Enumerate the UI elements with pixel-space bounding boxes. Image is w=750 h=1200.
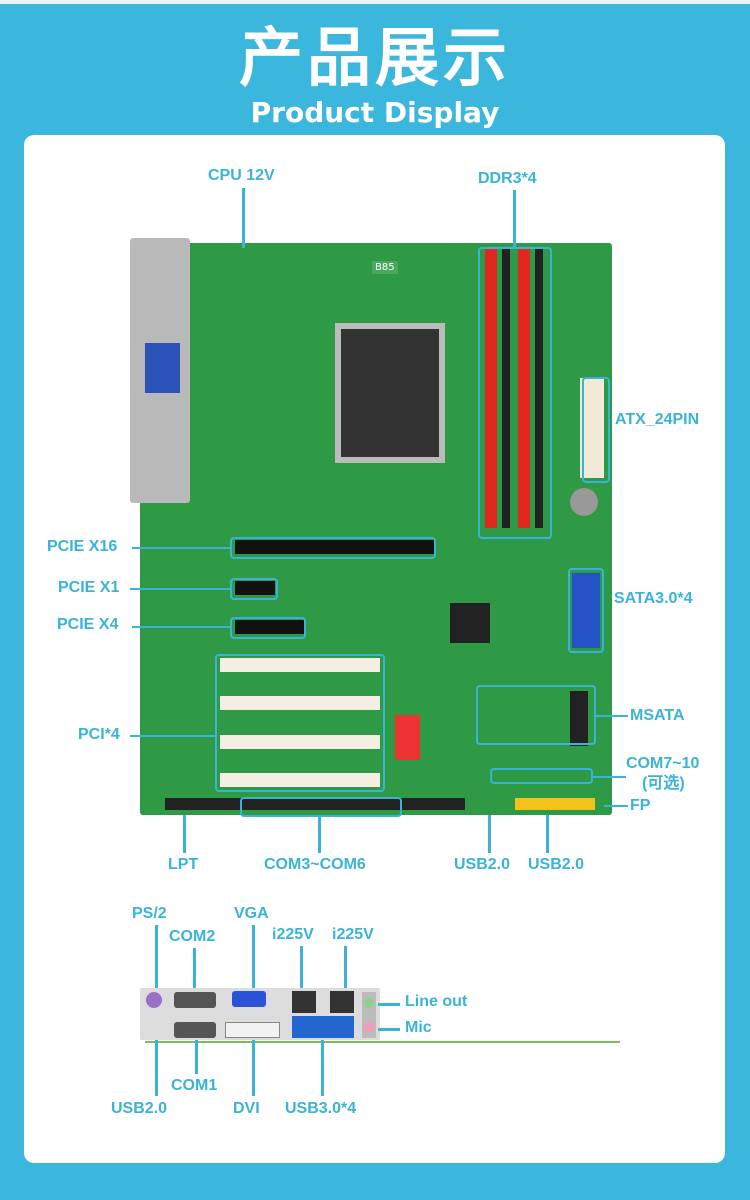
leader-line [155,1040,158,1096]
vga-port [232,991,266,1007]
leader-line [604,805,628,807]
label-line-out: Line out [405,993,468,1010]
label-vga: VGA [234,905,269,922]
label-com3-com6: COM3~COM6 [264,856,366,873]
atx-connector [580,378,604,478]
board-marking: B85 [372,261,398,274]
leader-line [593,776,626,778]
label-ddr3: DDR3*4 [478,170,537,187]
pci-slot [220,773,380,787]
pcie-x4-slot [235,620,305,634]
ps2-port [146,992,162,1008]
label-sata: SATA3.0*4 [614,590,693,607]
label-dvi: DVI [233,1100,260,1117]
dimm-slot [535,248,543,528]
page-subtitle: Product Display [250,96,500,129]
com1-port [174,1022,216,1038]
top-border [0,0,750,4]
board-edge [145,1041,620,1043]
pcie-x16-slot [235,540,435,554]
sata-ports [572,573,600,648]
label-msata: MSATA [630,707,685,724]
label-atx-24pin: ATX_24PIN [615,411,700,428]
label-lpt: LPT [168,856,199,873]
leader-line [300,946,303,988]
label-mic: Mic [405,1019,432,1036]
highlight-ddr3 [478,247,552,539]
lan-port-1 [292,991,316,1013]
label-com1: COM1 [171,1077,218,1094]
label-pcie-x16: PCIE X16 [47,538,118,555]
label-lan-1: i225V [272,926,314,943]
leader-line [596,715,628,717]
label-com7-10: COM7~10 [626,755,700,772]
highlight-sata [568,568,604,653]
leader-line [130,588,230,590]
leader-line [195,1040,198,1074]
leader-line [378,1003,400,1006]
pci-slot [220,696,380,710]
label-ps2: PS/2 [132,905,167,922]
label-pcie-x1: PCIE X1 [58,579,120,596]
usb30-ports [292,1016,354,1038]
leader-line [242,188,245,248]
highlight-pcie1 [230,578,278,600]
label-com7-10-optional: (可选) [642,775,685,792]
leader-line [513,190,516,248]
label-pcie-x4: PCIE X4 [57,616,119,633]
line-out-jack [364,998,374,1008]
label-pci: PCI*4 [78,726,120,743]
pci-slot [220,735,380,749]
battery [570,488,598,516]
leader-line [132,626,230,628]
label-usb30: USB3.0*4 [285,1100,357,1117]
dimm-slot [502,248,510,528]
label-cpu-12v: CPU 12V [208,167,275,184]
vga-port-top [145,343,180,393]
lan-port-2 [330,991,354,1013]
highlight-com710 [490,768,593,784]
label-usb20-left: USB2.0 [454,856,511,873]
leader-line [488,815,491,853]
dvi-port [225,1022,280,1038]
label-lan-2: i225V [332,926,374,943]
leader-line [155,925,158,988]
label-usb20-io: USB2.0 [111,1100,168,1117]
highlight-pcie16 [230,537,436,559]
chipset [450,603,490,643]
label-com2: COM2 [169,928,216,945]
leader-line [193,948,196,988]
leader-line [378,1028,400,1031]
cpu-socket [335,323,445,463]
dimm-slot [485,248,497,528]
com2-port [174,992,216,1008]
pci-slot [220,658,380,672]
pcie-x1-slot [235,581,275,595]
label-fp: FP [630,797,651,814]
leader-line [252,1040,255,1096]
highlight-pcie4 [230,617,306,639]
highlight-pci [215,654,385,792]
motherboard-image: B85 [130,238,612,815]
dimm-slot [518,248,530,528]
leader-line [321,1040,324,1096]
leader-line [183,815,186,853]
leader-line [132,547,230,549]
leader-line [546,815,549,853]
highlight-msata [476,685,596,745]
leader-line [252,925,255,988]
leader-line [344,946,347,988]
msata-slot [570,691,588,746]
usb-headers [515,798,595,810]
mic-jack [364,1022,374,1032]
page-title: 产品展示 [239,22,511,96]
label-usb20-right: USB2.0 [528,856,585,873]
leader-line [318,817,321,853]
highlight-atx [582,377,610,483]
leader-line [130,735,215,737]
dip-switch [395,715,420,760]
highlight-com36 [240,797,402,817]
